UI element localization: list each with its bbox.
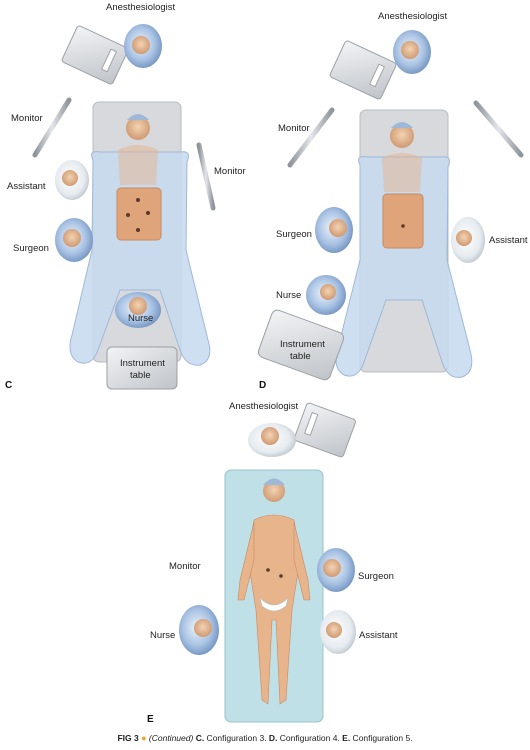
monitor-bar xyxy=(196,142,216,211)
assistant-figure xyxy=(451,217,485,263)
caption-d-letter: D. xyxy=(268,733,278,743)
label-surgeon: Surgeon xyxy=(13,243,49,254)
label-surgeon: Surgeon xyxy=(358,571,394,582)
surgeon-figure xyxy=(55,218,93,262)
label-anesthesiologist: Anesthesiologist xyxy=(378,11,448,22)
nurse-figure xyxy=(115,292,161,328)
patient-drape xyxy=(69,151,211,366)
surgeon-figure xyxy=(317,548,355,592)
caption-bullet: ● xyxy=(141,733,147,743)
label-assistant: Assistant xyxy=(489,235,528,246)
patient xyxy=(118,114,158,185)
caption-continued: (Continued) xyxy=(148,733,194,743)
anesthesia-machine xyxy=(61,25,129,85)
patient-drape xyxy=(335,156,473,378)
label-monitor: Monitor xyxy=(169,561,201,572)
instrument-table xyxy=(106,346,178,390)
label-nurse: Nurse xyxy=(128,313,153,324)
label-assistant: Assistant xyxy=(7,181,46,192)
umbilicus xyxy=(401,224,405,228)
assistant-figure xyxy=(320,610,356,654)
patient xyxy=(237,478,311,705)
monitor-bar xyxy=(287,107,335,168)
label-nurse: Nurse xyxy=(150,630,175,641)
assistant-figure xyxy=(55,160,89,200)
nurse-figure xyxy=(306,275,346,315)
panel-letter-d: D xyxy=(259,380,266,391)
label-anesthesiologist: Anesthesiologist xyxy=(229,401,299,412)
port-marker xyxy=(146,211,150,215)
patient xyxy=(382,122,422,192)
label-instrument-table: table xyxy=(290,351,311,362)
label-instrument-table: Instrument xyxy=(120,358,165,369)
anesthesia-machine xyxy=(329,40,397,100)
anesthesia-machine xyxy=(294,402,356,458)
panel-e: Anesthesiologist Monitor Surgeon Nurse A… xyxy=(147,401,398,725)
nurse-figure xyxy=(179,605,219,655)
monitor-bar xyxy=(473,100,524,158)
label-monitor: Monitor xyxy=(278,123,310,134)
monitor-bar xyxy=(32,97,72,158)
port-marker xyxy=(136,228,140,232)
caption-c-text: Configuration 3. xyxy=(204,733,269,743)
label-nurse: Nurse xyxy=(276,290,301,301)
instrument-table xyxy=(257,309,345,381)
label-surgeon: Surgeon xyxy=(276,229,312,240)
caption-e-text: Configuration 5. xyxy=(350,733,413,743)
anesthesiologist-figure xyxy=(124,24,162,68)
figure-caption: FIG 3 ● (Continued) C. Configuration 3. … xyxy=(0,733,530,743)
port-marker xyxy=(136,198,140,202)
port-marker xyxy=(279,574,283,578)
panel-letter-c: C xyxy=(5,380,12,391)
label-instrument-table: table xyxy=(130,370,151,381)
caption-e-letter: E. xyxy=(342,733,351,743)
anesthesiologist-figure xyxy=(393,30,431,74)
port-marker xyxy=(126,213,130,217)
surgical-field xyxy=(382,193,424,249)
or-configuration-figure: Anesthesiologist Monitor Monitor Assista… xyxy=(5,2,528,725)
port-marker xyxy=(266,568,270,572)
label-monitor: Monitor xyxy=(11,113,43,124)
surgical-field xyxy=(116,187,162,241)
label-monitor: Monitor xyxy=(214,166,246,177)
panel-c: Anesthesiologist Monitor Monitor Assista… xyxy=(5,2,246,391)
caption-fig-number: FIG 3 xyxy=(117,733,139,743)
caption-c-letter: C. xyxy=(195,733,205,743)
label-anesthesiologist: Anesthesiologist xyxy=(106,2,176,13)
label-assistant: Assistant xyxy=(359,630,398,641)
panel-letter-e: E xyxy=(147,714,154,725)
anesthesiologist-figure xyxy=(248,423,296,457)
panel-d: Anesthesiologist Monitor Surgeon Assista… xyxy=(257,11,528,391)
caption-d-text: Configuration 4. xyxy=(277,733,343,743)
label-instrument-table: Instrument xyxy=(280,339,325,350)
surgeon-figure xyxy=(315,207,353,253)
